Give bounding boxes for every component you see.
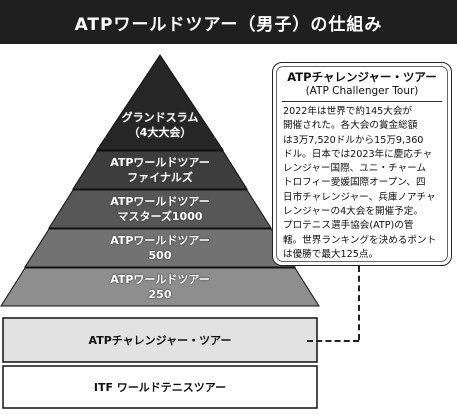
connector-line-horizontal: [307, 340, 359, 342]
tier-label-250: ATPワールドツアー 250: [50, 272, 270, 302]
tier-label-line: ATPワールドツアー: [110, 273, 210, 286]
callout-inner-border: [276, 66, 448, 262]
tier-label-masters: ATPワールドツアー マスターズ1000: [70, 194, 250, 224]
tier-label-500: ATPワールドツアー 500: [60, 233, 260, 263]
tier-label-line: 500: [148, 249, 172, 262]
tier-label-line: ITF ワールドテニスツアー: [93, 381, 227, 394]
tier-label-line: ATPワールドツアー: [110, 195, 210, 208]
tier-masters-1000: [48, 189, 272, 229]
tier-itf: [2, 365, 318, 409]
callout-body: 2022年は世界で約145大会が 開催された。各大会の賞金総額 は3万7,520…: [283, 106, 437, 260]
tier-label-line: ファイナルズ: [127, 171, 193, 184]
tier-label-line: マスターズ1000: [117, 210, 203, 223]
tier-500: [24, 228, 296, 268]
tier-finals: [72, 150, 248, 190]
tier-label-finals: ATPワールドツアー ファイナルズ: [80, 155, 240, 185]
tier-grand-slam: [96, 54, 224, 151]
tier-label-line: ATPワールドツアー: [110, 234, 210, 247]
callout-divider: [282, 101, 442, 102]
callout-title: ATPチャレンジャー・ツアー: [287, 70, 437, 84]
tier-label-line: ATPワールドツアー: [110, 156, 210, 169]
tier-250: [0, 267, 320, 307]
tier-label-line: ATPチャレンジャー・ツアー: [88, 334, 232, 347]
tier-label-challenger: ATPチャレンジャー・ツアー: [10, 333, 310, 348]
connector-line-vertical: [358, 266, 360, 340]
tier-label-line: グランドスラム: [121, 111, 199, 124]
tier-label-line: （4大大会）: [128, 126, 192, 139]
callout-subtitle: (ATP Challenger Tour): [305, 85, 419, 97]
tier-challenger: [2, 317, 318, 363]
page-title: ATPワールドツアー（男子）の仕組み: [0, 0, 457, 44]
callout-box: [272, 62, 452, 266]
tier-label-itf: ITF ワールドテニスツアー: [10, 380, 310, 395]
tier-label-line: 250: [148, 288, 172, 301]
tier-label-grand-slam: グランドスラム （4大大会）: [100, 110, 220, 140]
